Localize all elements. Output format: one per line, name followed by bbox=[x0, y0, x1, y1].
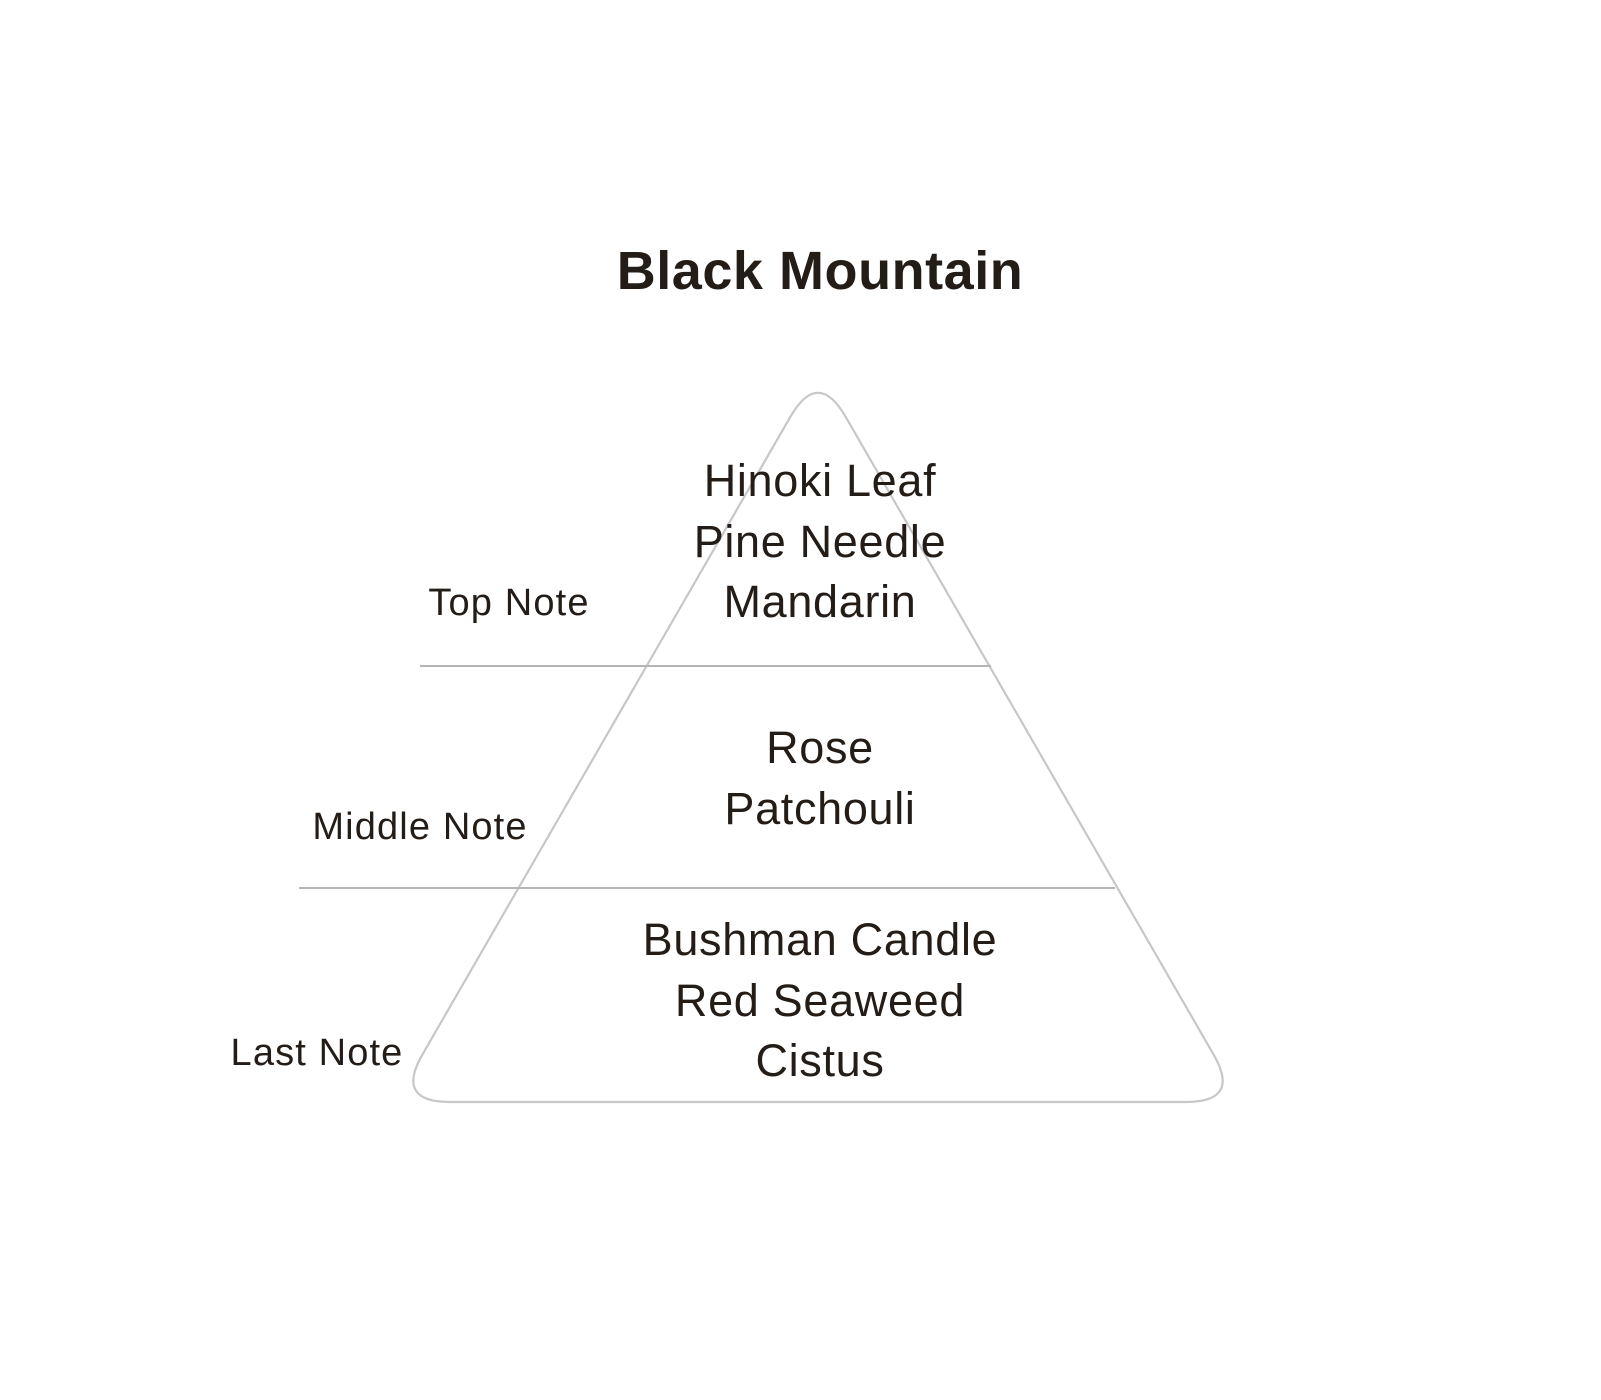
pyramid-outline bbox=[412, 391, 1224, 1104]
note-line: Cistus bbox=[755, 1035, 885, 1086]
note-line: Patchouli bbox=[724, 782, 916, 834]
note-line: Mandarin bbox=[723, 576, 917, 627]
top-note-label: Top Note bbox=[428, 582, 590, 624]
middle-note-ingredients: Rose Patchouli bbox=[724, 718, 915, 839]
middle-note-label: Middle Note bbox=[312, 806, 528, 848]
note-line: Red Seaweed bbox=[674, 974, 966, 1026]
note-line: Hinoki Leaf bbox=[703, 455, 937, 506]
note-line: Bushman Candle bbox=[642, 914, 998, 965]
last-note-ingredients: Bushman Candle Red Seaweed Cistus bbox=[643, 910, 998, 1092]
note-line: Rose bbox=[766, 722, 874, 773]
note-line: Pine Needle bbox=[693, 515, 947, 567]
page-title: Black Mountain bbox=[616, 241, 1024, 301]
last-note-label: Last Note bbox=[230, 1032, 404, 1074]
top-note-ingredients: Hinoki Leaf Pine Needle Mandarin bbox=[694, 451, 947, 633]
